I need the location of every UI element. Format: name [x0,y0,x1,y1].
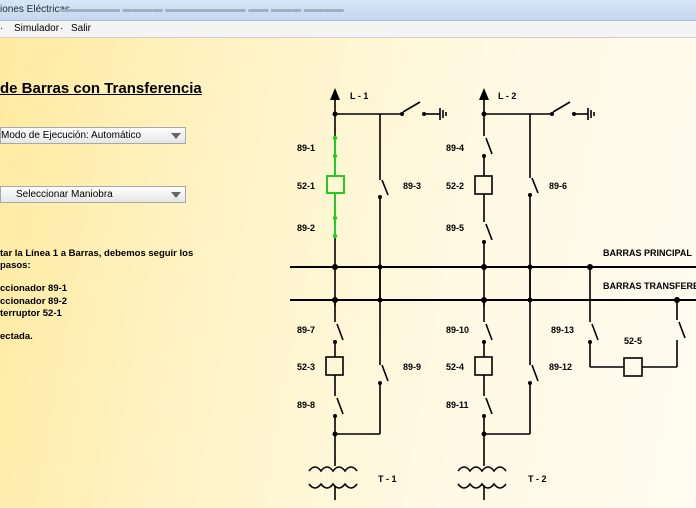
switch-89-7 [336,323,344,341]
line-label-l2: L - 2 [498,91,516,101]
bus-label-main: BARRAS PRINCIPAL [603,248,692,258]
mode-select-value: Modo de Ejecución: Automático [1,130,142,141]
label-89-7: 89-7 [297,325,315,335]
breaker-52-2 [474,175,493,195]
switch-89-3 [381,179,389,196]
label-89-8: 89-8 [297,400,315,410]
arrow-up-icon [479,88,489,100]
label-89-9: 89-9 [403,362,421,372]
transformer-t2-coil [457,466,507,473]
label-89-5: 89-5 [446,223,464,233]
window-title: iones Eléctricas [0,4,71,15]
transformer-label-t2: T - 2 [528,474,547,484]
breaker-52-4 [474,356,493,376]
label-89-1: 89-1 [297,143,315,153]
instruction-step: ccionador 89-1 [0,283,68,294]
instruction-step: ccionador 89-2 [0,296,68,307]
label-89-11: 89-11 [446,400,469,410]
switch-89-8 [336,397,344,415]
page-title: de Barras con Transferencia [0,80,202,97]
menu-salir[interactable]: Salir [71,23,92,34]
main-area: de Barras con Transferencia Modo de Ejec… [0,38,696,508]
label-52-4: 52-4 [446,362,464,372]
switch-89-11 [485,397,493,415]
bus-label-transfer: BARRAS TRANSFERE [603,281,696,291]
transformer-t2-coil [457,482,507,489]
switch-89-9 [381,364,389,382]
label-89-4: 89-4 [446,143,464,153]
instruction-line: tar la Línea 1 a Barras, debemos seguir … [0,248,194,259]
chevron-down-icon [171,192,181,198]
menu-separator: · [0,23,4,34]
chevron-down-icon [171,133,181,139]
label-52-5: 52-5 [624,336,642,346]
transformer-t1-coil [308,466,358,473]
menu-simulador[interactable]: Simulador [14,23,60,34]
arrow-up-icon [330,88,340,100]
menu-separator: · [60,23,64,34]
breaker-52-1 [326,175,345,194]
breaker-52-5 [623,357,643,377]
transformer-t1-coil [308,482,358,489]
label-89-2: 89-2 [297,223,315,233]
switch-89-4 [485,137,493,155]
switch-89-6 [531,177,539,194]
label-89-3: 89-3 [403,181,421,191]
instruction-line: ectada. [0,331,33,342]
title-bar: iones Eléctricas ▬▬▬▬▬▬ ▬▬▬▬ ▬▬▬▬▬▬▬▬ ▬▬… [0,0,696,21]
menu-bar: · Simulador · Salir [0,21,696,38]
switch-89-13 [591,323,599,341]
switch-89-10 [485,323,493,341]
label-52-2: 52-2 [446,181,464,191]
earth-switch-1 [402,101,421,113]
label-52-1: 52-1 [297,181,315,191]
maneuver-select[interactable]: Seleccionar Maniobra [0,186,186,203]
maneuver-select-value: Seleccionar Maniobra [16,189,113,200]
label-89-13: 89-13 [551,325,574,335]
single-line-diagram: L - 1 L - 2 89-1 52-1 89-2 89-3 89-4 52-… [290,88,696,500]
instruction-step: terruptor 52-1 [0,308,62,319]
switch-89-5 [485,223,493,241]
energized-path [326,136,345,236]
label-89-12: 89-12 [549,362,572,372]
line-label-l1: L - 1 [350,91,368,101]
switch-transfer [678,321,686,339]
title-ghost-text: ▬▬▬▬▬▬ ▬▬▬▬ ▬▬▬▬▬▬▬▬ ▬▬ ▬▬▬ ▬▬▬▬ [60,4,344,15]
switch-89-12 [531,364,539,382]
instruction-line: pasos: [0,260,31,271]
mode-select[interactable]: Modo de Ejecución: Automático [0,127,186,144]
breaker-52-3 [325,356,344,376]
label-52-3: 52-3 [297,362,315,372]
transformer-label-t1: T - 1 [378,474,397,484]
earth-switch-2 [552,101,571,113]
label-89-10: 89-10 [446,325,469,335]
label-89-6: 89-6 [549,181,567,191]
